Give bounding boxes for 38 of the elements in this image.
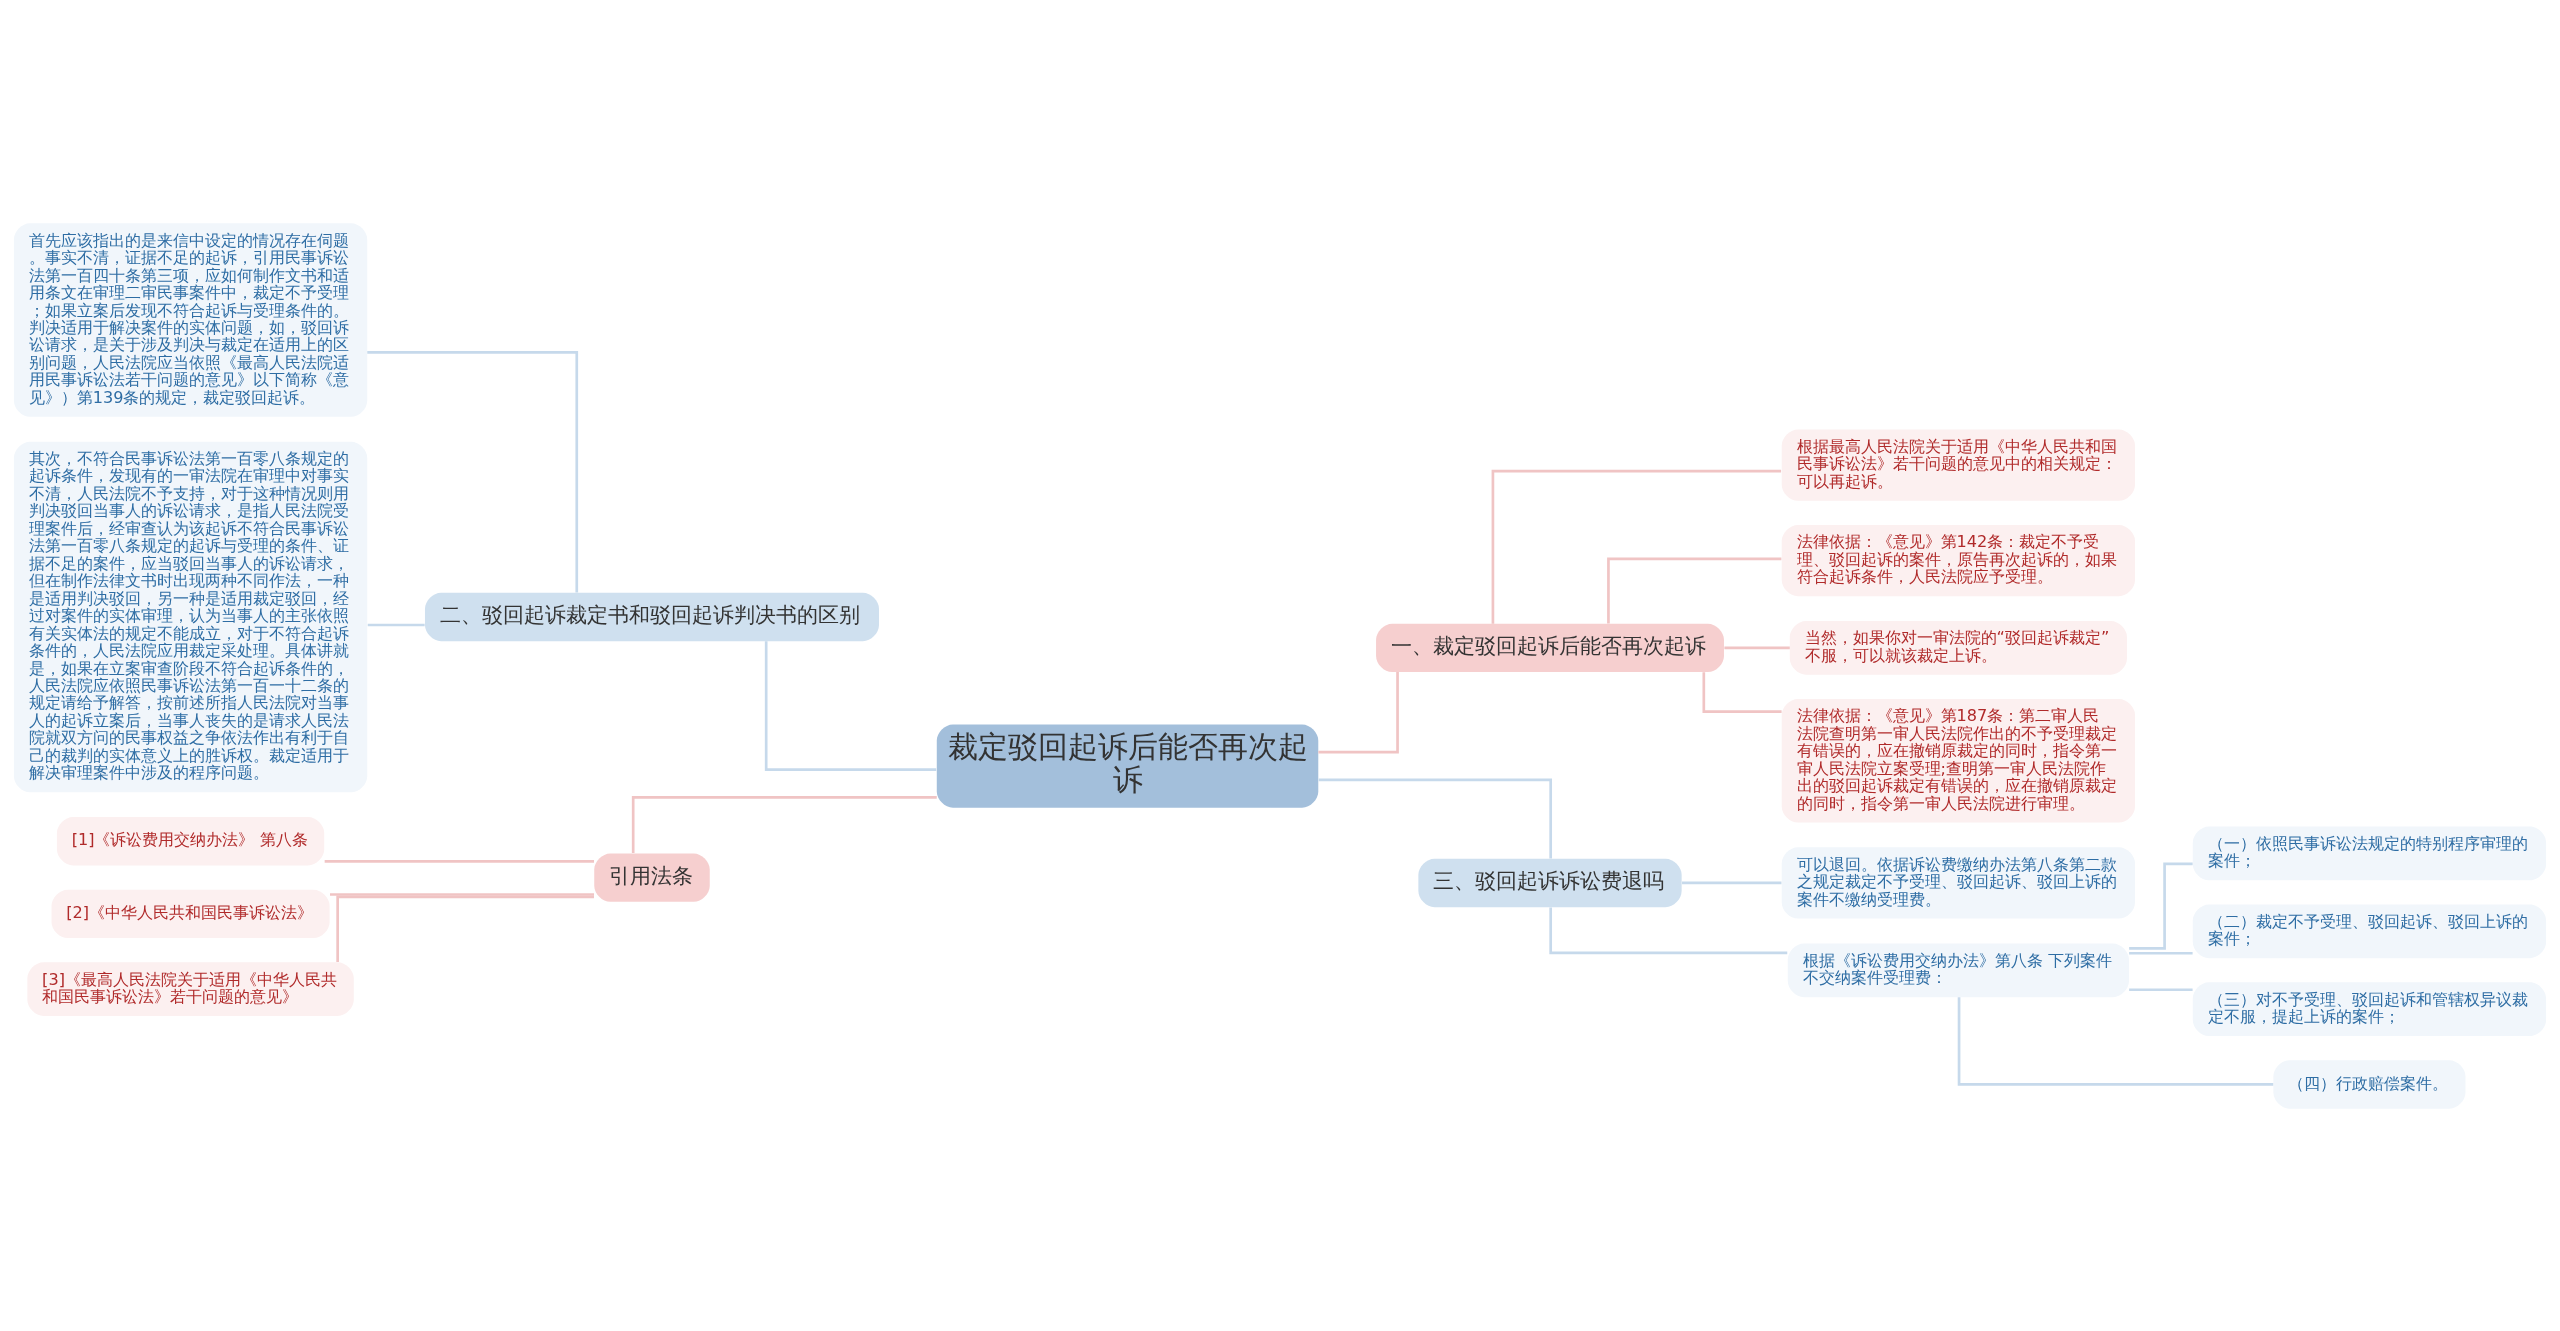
node-box: 可以退回。依据诉讼费缴纳办法第八条第二款之规定裁定不予受理、驳回起诉、驳回上诉的案件不缴纳受理费。 <box>1781 846 2136 919</box>
connector <box>324 859 594 863</box>
node-box: 当然，如果你对一审法院的“驳回起诉裁定”不服，可以就该裁定上诉。 <box>1789 620 2127 675</box>
node-box: [2]《中华人民共和国民事诉讼法》 <box>51 889 330 938</box>
connector <box>1318 671 1399 754</box>
node-box: 根据最高人民法院关于适用《中华人民共和国民事诉讼法》若干问题的意见中的相关规定：可以再起诉。 <box>1781 429 2136 501</box>
connector <box>1318 778 1553 859</box>
node-box: 引用法条 <box>594 852 710 902</box>
connector <box>367 623 425 626</box>
connector <box>2129 951 2193 955</box>
connector <box>1724 646 1790 649</box>
node-box: （四）行政赔偿案件。 <box>2273 1059 2466 1109</box>
node-box: 三、驳回起诉诉讼费退吗 <box>1418 858 1682 907</box>
node-box: 裁定驳回起诉后能否再次起诉 <box>936 723 1319 808</box>
node-box: 二、驳回起诉裁定书和驳回起诉判决书的区别 <box>424 592 879 641</box>
connector <box>1957 996 2274 1086</box>
connector <box>2129 987 2193 991</box>
node-box: 法律依据：《意见》第142条：裁定不予受理、驳回起诉的案件，原告再次起诉的，如果符合起诉条件，人民法院应予受理。 <box>1781 524 2136 596</box>
node-box: [1]《诉讼费用交纳办法》 第八条 <box>56 816 325 865</box>
connector <box>1682 881 1782 884</box>
node-box: 法律依据：《意见》第187条：第二审人民法院查明第一审人民法院作出的不予受理裁定有错误的，应在撤销原裁定的同时，指令第一审人民法院立案受理;查明第一审人民法院作出的驳回起诉裁定有错误的，应在撤销原裁定的同时，指令第一审人民法院进行审理。 <box>1781 698 2136 822</box>
node-box: （一）依照民事诉讼法规定的特别程序审理的案件； <box>2192 826 2547 880</box>
node-box: （三）对不予受理、驳回起诉和管辖权异议裁定不服，提起上诉的案件； <box>2192 981 2547 1036</box>
connector <box>1549 906 1788 954</box>
connector <box>330 892 594 896</box>
connector <box>367 350 579 593</box>
connector <box>336 895 594 962</box>
node-box: 其次，不符合民事诉讼法第一百零八条规定的起诉条件，发现有的一审法院在审理中对事实不清，人民法院不予支持，对于这种情况则用判决驳回当事人的诉讼请求，是指人民法院受理案件后，经审查认为该起诉不符合民事诉讼法第一百零八条规定的起诉与受理的条件、证据不足的案件，应当驳回当事人的诉讼请求，但在制作法律文书时出现两种不同作法，一种是适用判决驳回，另一种是适用裁定驳回，经过对案件的实体审理，认为当事人的主张依照有关实体法的规定不能成立，对于不符合起诉条件的，人民法院应用裁定采处理。具体讲就是，如果在立案审查阶段不符合起诉条件的，人民法院应依照民事诉讼法第一百一十二条的规定请给予解答，按前述所指人民法院对当事人的起诉立案后，当事人丧失的是请求人民法院就双方问的民事权益之争依法作出有利于自己的裁判的实体意义上的胜诉权。裁定适用于解决审理案件中涉及的程序问题。 <box>13 441 368 792</box>
node-box: 一、裁定驳回起诉后能否再次起诉 <box>1376 623 1724 672</box>
connector <box>1607 557 1782 624</box>
connector <box>764 640 937 771</box>
node-box: 根据《诉讼费用交纳办法》第八条 下列案件不交纳案件受理费： <box>1787 942 2129 997</box>
node-box: [3]《最高人民法院关于适用《中华人民共和国民事诉讼法》若干问题的意见》 <box>27 961 354 1016</box>
connector <box>1491 469 1782 624</box>
connector <box>1702 671 1782 713</box>
node-box: （二）裁定不予受理、驳回起诉、驳回上诉的案件； <box>2192 903 2547 958</box>
node-box: 首先应该指出的是来信中设定的情况存在伺题。事实不清，证据不足的起诉，引用民事诉讼法第一百四十条第三项，应如何制作文书和适用条文在审理二审民事案件中，裁定不予受理；如果立案后发现不符合起诉与受理条件的。判决适用于解决案件的实体问题，如，驳回诉讼请求，是关于涉及判决与裁定在适用上的区别问题，人民法院应当依照《最高人民法院适用民事诉讼法若干问题的意见》以下简称《意见》）第139条的规定，裁定驳回起诉。 <box>13 222 368 417</box>
connector <box>631 795 937 853</box>
